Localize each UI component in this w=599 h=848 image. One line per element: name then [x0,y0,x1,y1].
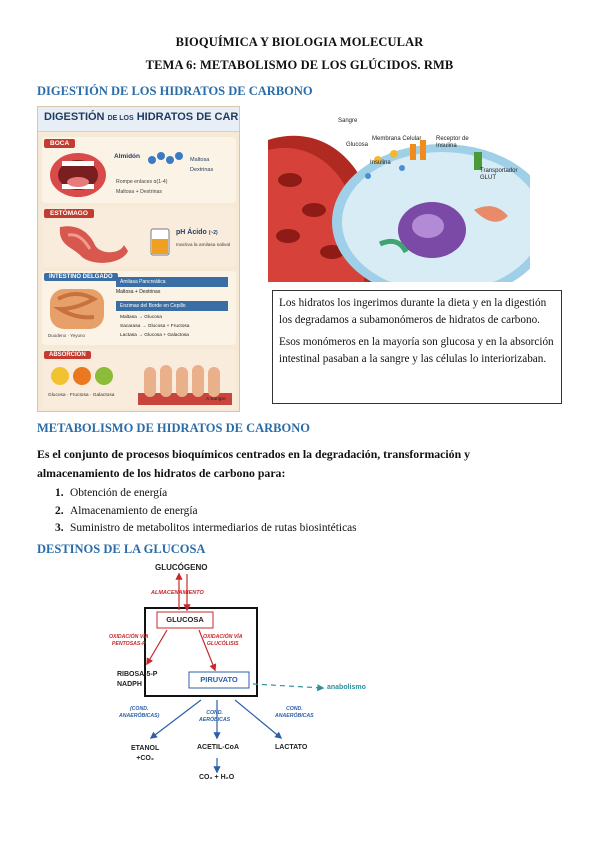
section-title-metabolismo: METABOLISMO DE HIDRATOS DE CARBONO [37,421,310,435]
node-acetil-coa: ACETIL-CoA [197,744,239,751]
list-item: 2.Almacenamiento de energía [55,504,198,517]
cell-label-glucosa: Glucosa [346,142,369,148]
label-cond-aerobicas: COND.AERÓBICAS [199,710,231,723]
cell-svg [268,135,530,282]
a-sangre-label: A Sangre [206,397,226,402]
node-glucosa: GLUCOSA [166,615,204,624]
enzyme-list: Maltasa → Glucosa Sacarasa → Glucosa + F… [120,313,189,340]
enzimas-borde-label: Enzimas del Borde en Cepillo [116,301,228,311]
label-cond-anaerobicas-right: COND.ANAERÓBICAS [275,706,314,719]
stomach-illustration [59,226,128,263]
doc-header-topic: TEMA 6: METABOLISMO DE LOS GLÚCIDOS. RMB [145,58,454,72]
node-lactato: LACTATO [275,744,308,751]
poster-title-bar: DIGESTIÓN DE LOS HIDRATOS DE CARBONO [38,107,239,132]
glucose-fate-diagram: GLUCÓGENO ALMACENAMIENTO GLUCOSA OXIDACI… [95,560,395,792]
cell-label-insulina: Insulina [370,160,391,166]
almidon-label: Almidón [114,153,140,160]
cell-insulin-illustration: Sangre Glucosa Membrana Celular Receptor… [268,110,530,282]
doc-header-course: BIOQUÍMICA Y BIOLOGIA MOLECULAR [175,35,424,49]
node-piruvato: PIRUVATO [200,675,238,684]
digestion-poster: DIGESTIÓN DE LOS HIDRATOS DE CARBONO BOC… [37,106,240,412]
starch-molecule-icon [148,152,183,164]
section-title-destinos: DESTINOS DE LA GLUCOSA [37,542,206,556]
poster-intestino-panel: INTESTINO DELGADO Duodeno · Yeyuno Amila… [42,271,236,345]
boca-label: BOCA [44,139,76,148]
mouth-illustration [50,153,106,197]
explanation-paragraph-1: Los hidratos los ingerimos durante la di… [279,297,547,326]
cell-label-sangre: Sangre [338,118,358,124]
digestion-explanation-box: Los hidratos los ingerimos durante la di… [272,290,562,404]
duodeno-label: Duodeno · Yeyuno [48,333,86,338]
monosaccharides-icon [51,367,113,385]
node-glucogeno: GLUCÓGENO [155,563,208,572]
cell-label-receptor: Receptor de Insulina [436,136,469,149]
estomago-label: ESTÓMAGO [44,209,94,218]
intestine-illustration [50,289,104,329]
amilasa-result-label: Maltosa + Dextrinas [116,289,161,295]
metabolism-intro-line-2: almacenamiento de los hidratos de carbon… [37,466,286,480]
villi-illustration [138,365,232,405]
enzyme-row-lactasa: Lactasa → Glucosa + Galactosa [120,333,189,338]
list-item: 1.Obtención de energía [55,487,168,499]
beaker-icon [150,228,170,256]
monos-label: Glucosa · Fructosa · Galactosa [48,393,115,398]
label-almacenamiento: ALMACENAMIENTO [151,590,204,596]
node-anabolismo: anabolismo [327,684,366,691]
section-title-digestion: DIGESTIÓN DE LOS HIDRATOS DE CARBONO [37,84,313,98]
amilasa-pancreatica-label: Amilasa Pancreática [116,277,228,287]
poster-estomago-panel: ESTÓMAGO pH Ácido (~2) Inactiva la amila… [42,207,236,267]
label-cond-anaerobicas-left: (COND.ANAERÓBICAS) [119,706,160,719]
poster-absorcion-panel: ABSORCIÓN Glucosa · Fructosa · Galactosa… [42,349,236,409]
intestino-label: INTESTINO DELGADO [44,273,118,281]
boca-result-label: Maltosa + Dextrinas [116,189,162,195]
cell-label-glut: Transportador GLUT [480,168,518,181]
explanation-paragraph-2: Esos monómeros en la mayoría son glucosa… [279,336,554,365]
diagram-arrows [144,572,325,774]
cell-label-membrana: Membrana Celular [372,136,422,142]
node-co2-h2o: CO₂ + H₂O [199,774,235,781]
list-item: 3.Suministro de metabolitos intermediari… [55,522,357,534]
inactiva-amilasa-label: Inactiva la amilasa salival [176,243,231,248]
maltosa-label: Maltosa [190,157,210,163]
dextrinas-label: Dextrinas [190,167,214,173]
enzyme-row-maltasa: Maltasa → Glucosa [120,315,162,320]
metabolism-intro: Es el conjunto de procesos bioquímicos c… [37,445,557,483]
absorcion-label: ABSORCIÓN [44,351,91,359]
node-etanol: ETANOL+CO₂ [131,745,160,762]
enzyme-row-sacarasa: Sacarasa → Glucosa + Fructosa [120,324,190,329]
poster-title: DIGESTIÓN DE LOS HIDRATOS DE CARBONO [44,111,239,123]
rompe-enlaces-label: Rompe enlaces α(1-4) [116,179,168,185]
poster-boca-panel: BOCA Almidón Maltosa Dextrinas Rompe enl… [42,137,236,203]
metabolism-purpose-list: 1.Obtención de energía 2.Almacenamiento … [55,485,357,538]
ph-acido-label: pH Ácido (~2) [176,229,218,236]
metabolism-intro-line-1: Es el conjunto de procesos bioquímicos c… [37,447,470,461]
